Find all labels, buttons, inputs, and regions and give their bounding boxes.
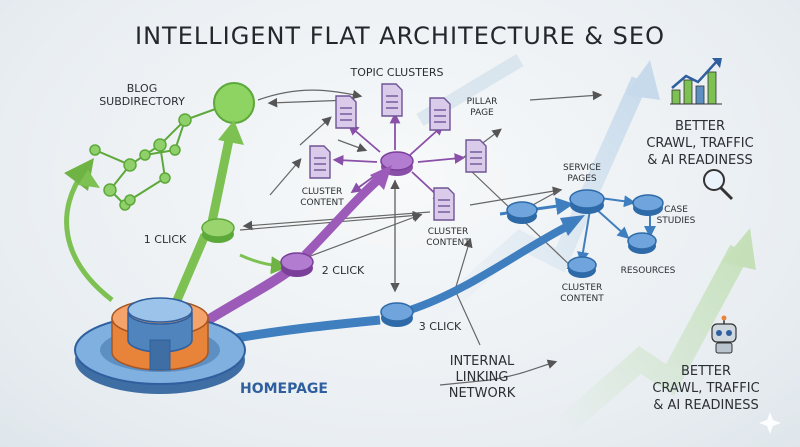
document-icon — [381, 83, 403, 117]
magnifier-icon — [703, 169, 734, 201]
node-3click — [380, 302, 414, 327]
cluster-content-right-1: CLUSTER — [562, 283, 603, 293]
benefit-top-2: CRAWL, TRAFFIC — [646, 136, 753, 151]
resources-node — [627, 232, 657, 254]
case-studies-2: STUDIES — [657, 216, 696, 226]
case-studies-node — [632, 194, 664, 216]
service-node-left — [506, 201, 538, 224]
page-title: INTELLIGENT FLAT ARCHITECTURE & SEO — [135, 22, 665, 50]
node-2click — [280, 252, 314, 277]
document-icon — [309, 145, 331, 179]
two-click-label: 2 CLICK — [322, 264, 365, 277]
service-pages-1: SERVICE — [563, 163, 601, 173]
homepage-label: HOMEPAGE — [240, 381, 328, 397]
service-pages-2: PAGES — [567, 174, 597, 184]
document-icon — [429, 97, 451, 131]
robot-icon — [711, 315, 737, 354]
pillar-label-2: PAGE — [470, 108, 494, 118]
node-1click — [201, 218, 235, 243]
link-arrows — [239, 89, 603, 386]
one-click-label: 1 CLICK — [144, 233, 187, 246]
blog-label-2: SUBDIRECTORY — [99, 95, 185, 108]
homepage-hub — [74, 297, 246, 394]
document-icon — [335, 95, 357, 129]
cluster-content-left-2: CONTENT — [300, 198, 344, 208]
cluster-content-mid-1: CLUSTER — [428, 227, 469, 237]
benefit-bottom-1: BETTER — [681, 364, 731, 379]
cluster-content-right-2: CONTENT — [560, 294, 604, 304]
bar-chart-icon — [670, 58, 722, 105]
green-ribbon-1click — [170, 233, 210, 307]
blue-ribbon-3click — [224, 315, 381, 345]
cluster-content-mid-2: CONTENT — [426, 238, 470, 248]
purple-ribbon-2click — [197, 265, 293, 330]
pillar-label-1: PILLAR — [467, 97, 498, 107]
blog-label-1: BLOG — [127, 82, 157, 95]
benefit-top-1: BETTER — [675, 119, 725, 134]
document-icons — [309, 83, 487, 221]
benefit-bottom-2: CRAWL, TRAFFIC — [652, 381, 759, 396]
case-studies-1: CASE — [664, 205, 688, 215]
green-curved-arrow — [64, 157, 114, 302]
internal-linking-3: NETWORK — [449, 386, 516, 401]
topic-clusters-label: TOPIC CLUSTERS — [349, 66, 443, 79]
blog-nodes — [89, 113, 192, 211]
cluster-content-right-node — [567, 256, 597, 278]
benefit-bottom-3: & AI READINESS — [653, 398, 759, 413]
document-icon — [433, 187, 455, 221]
internal-linking-1: INTERNAL — [450, 354, 515, 369]
pillar-hub-node — [380, 151, 414, 176]
document-icon — [465, 139, 487, 173]
service-pages-node — [569, 189, 605, 214]
pillar-spokes — [332, 112, 466, 202]
internal-linking-2: LINKING — [456, 370, 509, 385]
labels: BLOG SUBDIRECTORY TOPIC CLUSTERS PILLAR … — [99, 66, 759, 413]
blog-hub-node — [213, 82, 255, 124]
three-click-label: 3 CLICK — [419, 320, 462, 333]
sparkle-icon — [759, 412, 781, 434]
green-ribbon-blog — [207, 134, 235, 223]
benefit-top-3: & AI READINESS — [647, 153, 753, 168]
cluster-content-left-1: CLUSTER — [302, 187, 343, 197]
resources-label: RESOURCES — [621, 266, 676, 276]
